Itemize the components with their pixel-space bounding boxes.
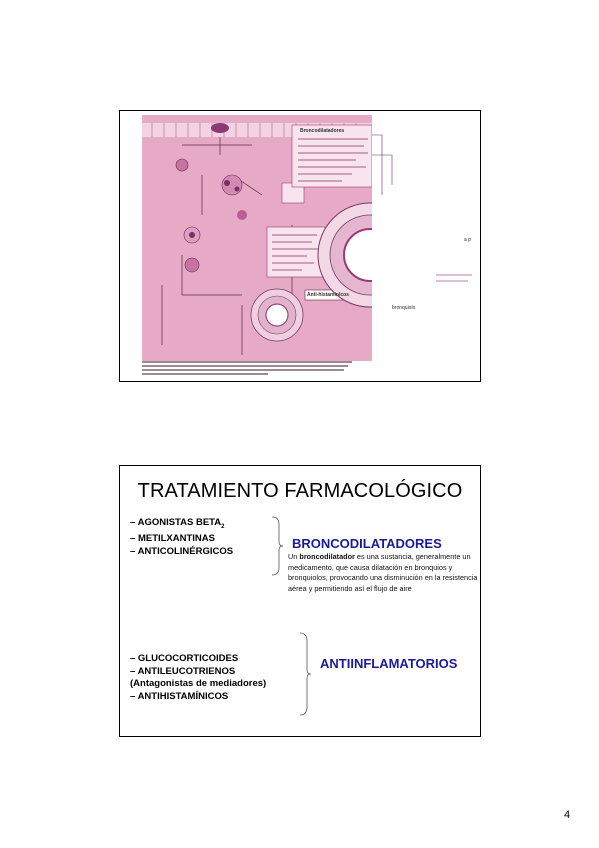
figure-caption (142, 359, 352, 379)
figure-illustration (142, 123, 372, 355)
list-item: – METILXANTINAS (130, 533, 215, 545)
slide-title: TRATAMIENTO FARMACOLÓGICO (137, 480, 463, 502)
anti-inflammatory-drug-list: – GLUCOCORTICOIDES – ANTILEUCOTRIENOS (A… (130, 653, 266, 703)
allergen-particle (211, 123, 229, 133)
brace-anti-inflammatories (299, 632, 312, 716)
bronchodilator-box (291, 124, 372, 188)
list-item: – ANTICOLINÉRGICOS (130, 545, 234, 557)
brace-bronchodilators (271, 516, 284, 576)
figure-label-side: a p (464, 237, 471, 243)
figure-right-area: bronquiolo a p (372, 115, 480, 315)
figure-label-bronchiole: bronquiolo (392, 305, 416, 311)
mediator-box-text (272, 234, 318, 271)
list-item: – ANTIHISTAMÍNICOS (130, 690, 229, 702)
list-item: – AGONISTAS BETA2 (130, 517, 225, 530)
bronchodilator-box-text (298, 138, 368, 182)
page-number: 4 (564, 809, 571, 821)
bronchodilator-definition: Un broncodilatador es una sustancia, gen… (288, 552, 478, 593)
figure-label-bronchodilators: Broncodilatadores (300, 128, 345, 134)
asthma-pathway-figure: Broncodilatadores Anti-histamínicos (142, 115, 372, 361)
large-bronchiole (317, 202, 372, 308)
slide-figure: Broncodilatadores Anti-histamínicos bron… (119, 110, 481, 382)
list-item: – ANTILEUCOTRIENOS (130, 665, 236, 677)
figure-label-antihistamine: Anti-histamínicos (307, 292, 349, 298)
immune-cells (175, 158, 247, 273)
bronchodilator-drug-list: – AGONISTAS BETA2 – METILXANTINAS – ANTI… (130, 517, 233, 558)
heading-anti-inflammatories: ANTIINFLAMATORIOS (320, 656, 458, 671)
slide-treatment: TRATAMIENTO FARMACOLÓGICO – AGONISTAS BE… (119, 465, 481, 737)
figure-right-illustration (372, 134, 472, 282)
list-item: – GLUCOCORTICOIDES (130, 653, 239, 664)
list-item: (Antagonistas de mediadores) (130, 678, 267, 689)
heading-bronchodilators: BRONCODILATADORES (292, 536, 442, 551)
small-bronchiole (250, 288, 304, 342)
